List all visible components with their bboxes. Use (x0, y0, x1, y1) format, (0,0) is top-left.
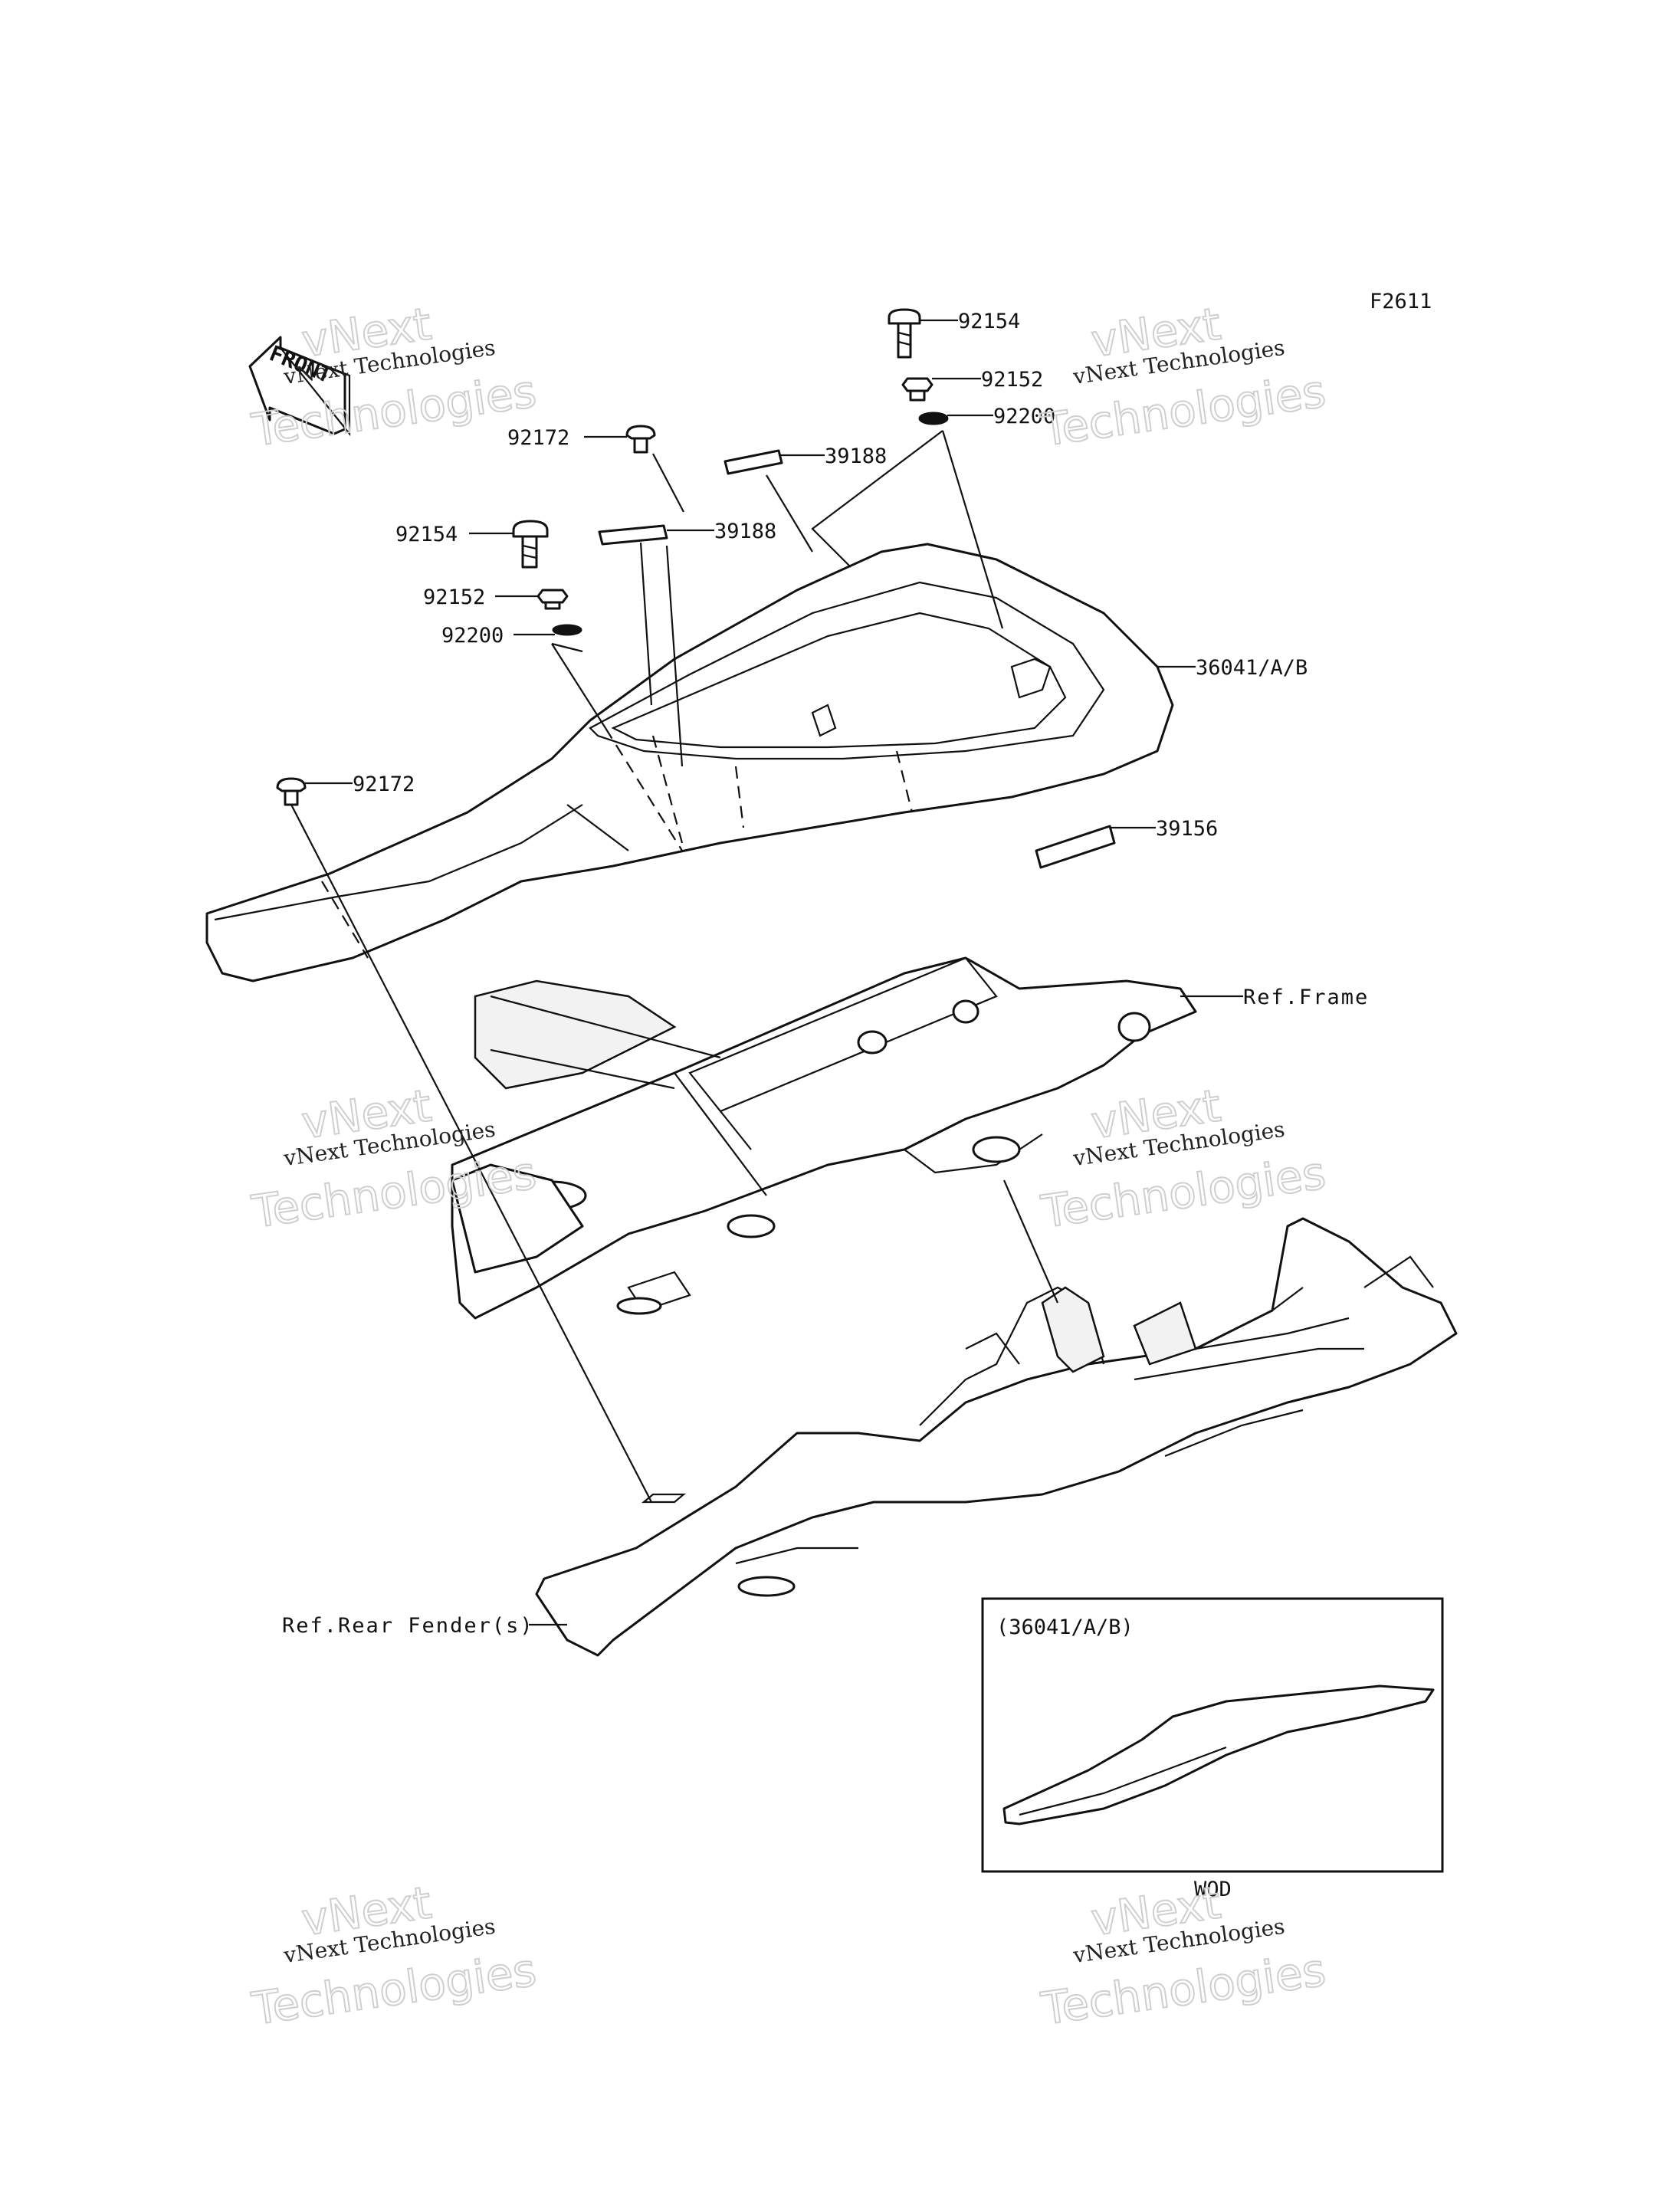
inset-title: (36041/A/B) (996, 1615, 1134, 1639)
sticker-39188-mid (598, 524, 668, 546)
cap-92172-lower (276, 777, 307, 806)
label-92154-top: 92154 (958, 310, 1020, 333)
watermark-2: vNext vNext Technologies Technologies (1037, 297, 1329, 457)
seat-cover-36041 (205, 543, 1174, 982)
watermark-4: vNext vNext Technologies Technologies (1037, 1078, 1329, 1238)
label-39156: 39156 (1156, 817, 1218, 841)
watermark-5: vNext vNext Technologies Technologies (248, 1875, 540, 2035)
inset-caption: WOD (1194, 1878, 1232, 1901)
label-92200-top: 92200 (993, 405, 1055, 428)
collar-92152-left (536, 589, 569, 610)
frame (451, 956, 1197, 1320)
label-92152-left: 92152 (423, 586, 485, 609)
sticker-39188-upper (724, 449, 783, 475)
watermark-6: vNext vNext Technologies Technologies (1037, 1875, 1329, 2035)
washer-92200-top (918, 412, 949, 425)
watermark-1: vNext vNext Technologies Technologies (248, 297, 540, 457)
bolt-92154-left (512, 520, 549, 569)
label-92152-top: 92152 (981, 368, 1043, 392)
label-36041-main: 36041/A/B (1196, 656, 1308, 680)
label-92200-left: 92200 (441, 624, 504, 648)
label-92172-upper: 92172 (507, 426, 569, 450)
rear-fender (535, 1217, 1458, 1657)
bolt-92154-top (888, 308, 921, 359)
collar-92152-top (901, 377, 934, 402)
sticker-39156 (1035, 825, 1116, 869)
washer-92200-left (552, 624, 582, 636)
label-ref-frame: Ref.Frame (1243, 986, 1369, 1009)
label-ref-rear-fender: Ref.Rear Fender(s) (282, 1614, 534, 1638)
label-39188-mid: 39188 (714, 520, 776, 543)
inset-box: (36041/A/B) (981, 1597, 1444, 1873)
cap-92172-upper (625, 425, 656, 454)
diagram-code: F2611 (1370, 290, 1432, 313)
label-92154-left: 92154 (395, 523, 458, 546)
label-92172-lower: 92172 (353, 772, 415, 796)
label-39188-upper: 39188 (825, 444, 887, 468)
